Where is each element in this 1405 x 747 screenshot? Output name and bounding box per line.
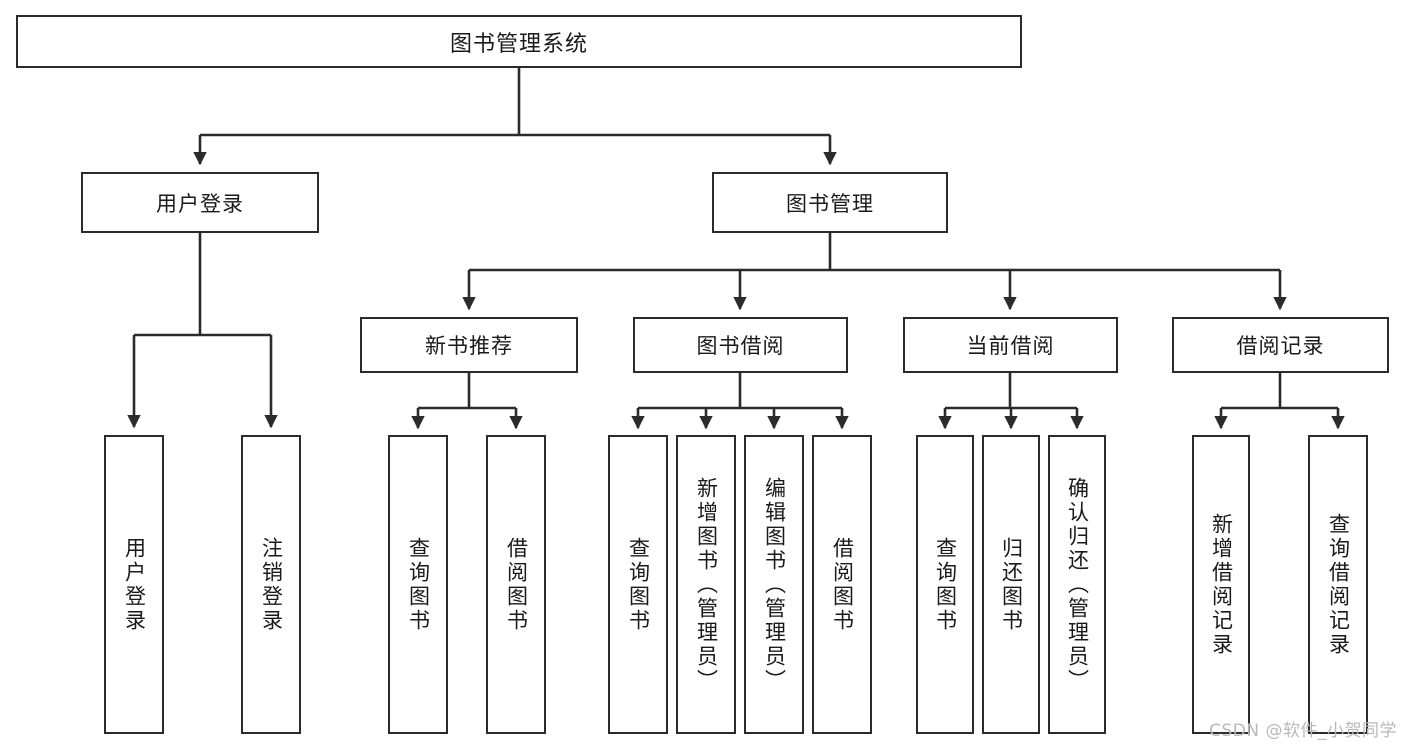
leaf-query-book-2[interactable]: 查询图书 <box>608 435 668 734</box>
node-current-borrow[interactable]: 当前借阅 <box>903 317 1118 373</box>
leaf-confirm-return[interactable]: 确认归还（管理员） <box>1048 435 1106 734</box>
leaf-user-logout[interactable]: 注销登录 <box>241 435 301 734</box>
node-book-manage[interactable]: 图书管理 <box>712 172 948 233</box>
leaf-user-login[interactable]: 用户登录 <box>104 435 164 734</box>
leaf-edit-book[interactable]: 编辑图书（管理员） <box>744 435 804 734</box>
node-root-system[interactable]: 图书管理系统 <box>16 15 1022 68</box>
node-borrow-record[interactable]: 借阅记录 <box>1172 317 1389 373</box>
leaf-query-book-1[interactable]: 查询图书 <box>388 435 448 734</box>
leaf-query-record[interactable]: 查询借阅记录 <box>1308 435 1368 734</box>
node-user-login[interactable]: 用户登录 <box>81 172 319 233</box>
leaf-return-book[interactable]: 归还图书 <box>982 435 1040 734</box>
watermark-credit: CSDN @软件_小贺同学 <box>1209 721 1397 741</box>
leaf-query-book-3[interactable]: 查询图书 <box>916 435 974 734</box>
leaf-add-book[interactable]: 新增图书（管理员） <box>676 435 736 734</box>
node-book-borrow[interactable]: 图书借阅 <box>633 317 848 373</box>
leaf-borrow-book-1[interactable]: 借阅图书 <box>486 435 546 734</box>
leaf-borrow-book-2[interactable]: 借阅图书 <box>812 435 872 734</box>
node-new-book-rec[interactable]: 新书推荐 <box>360 317 578 373</box>
leaf-add-record[interactable]: 新增借阅记录 <box>1192 435 1250 734</box>
